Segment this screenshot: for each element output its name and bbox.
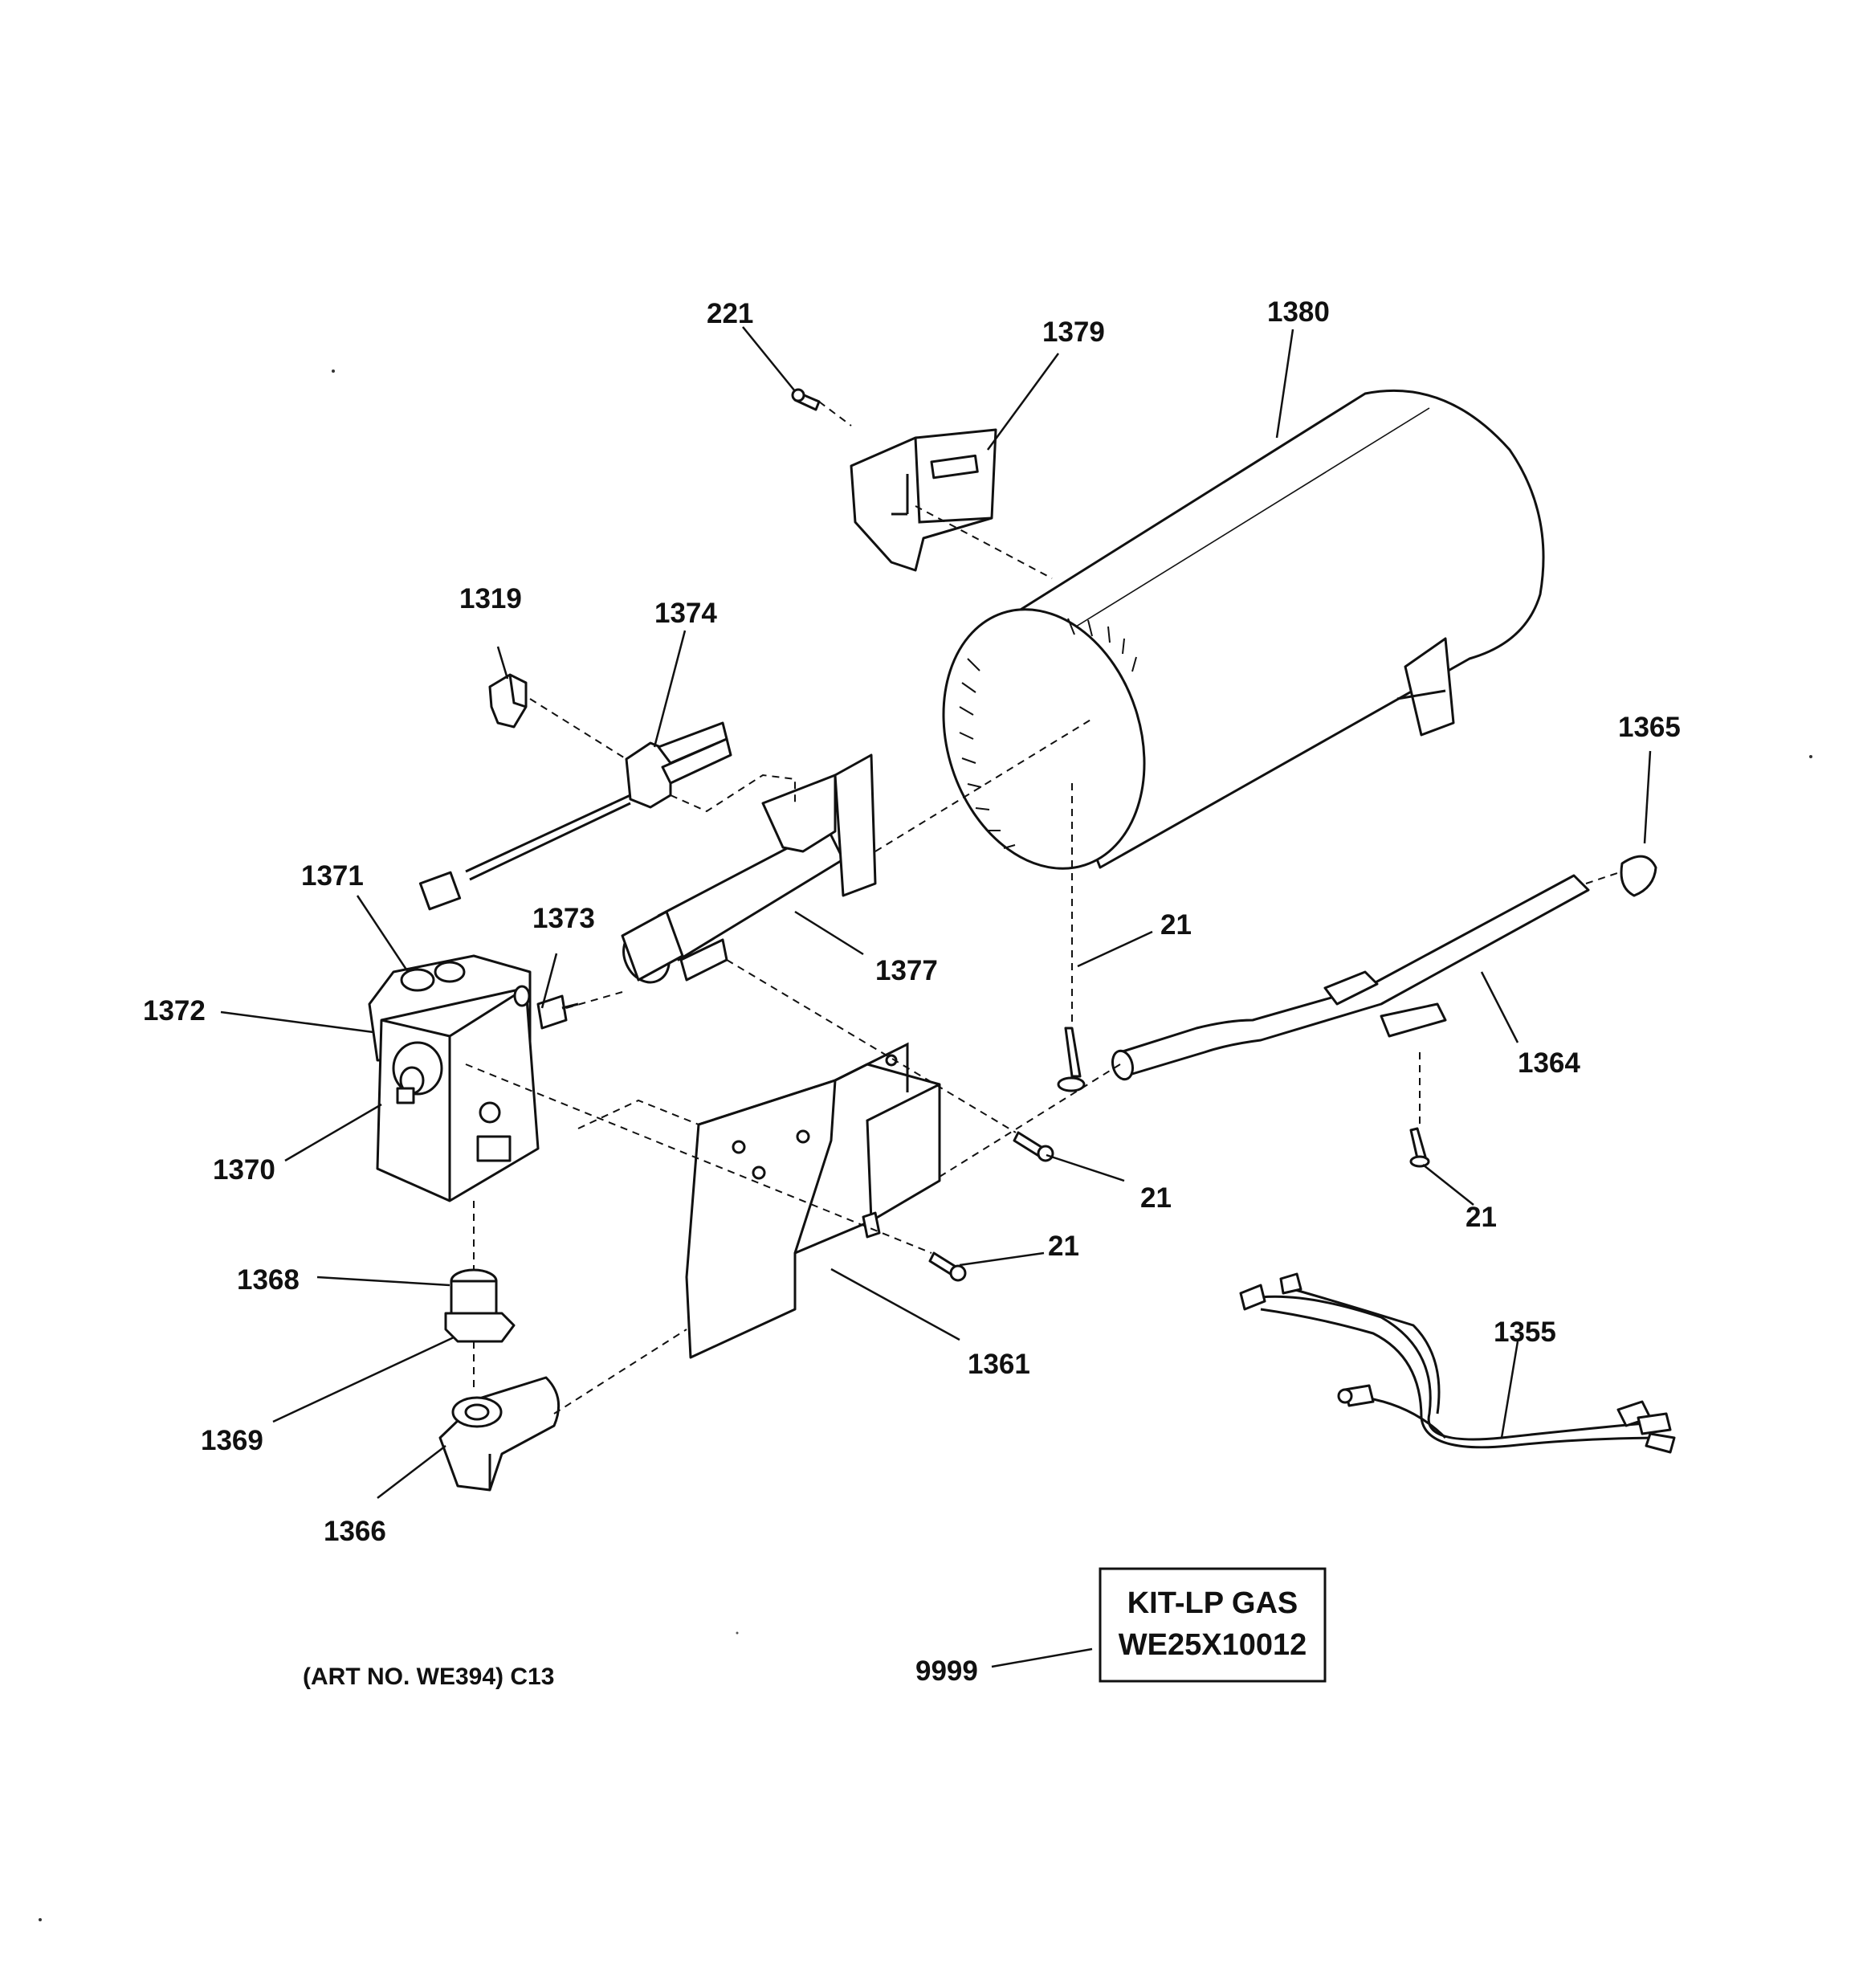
screw-21-b [1013,1131,1054,1162]
burner-tube-1377 [621,753,877,984]
label-9999: 9999 [915,1655,978,1687]
kit-box-line2: WE25X10012 [1119,1628,1307,1662]
label-1374: 1374 [654,598,717,629]
orifice-fitting-1368 [444,1268,516,1343]
label-1355: 1355 [1494,1316,1556,1348]
screw-21-c [928,1251,967,1282]
elbow-1366 [438,1376,561,1492]
label-1373: 1373 [532,903,595,934]
burner-drum-1380 [942,389,1545,870]
clip-1319 [488,673,528,729]
screw-221 [791,388,821,411]
label-1371: 1371 [301,860,364,892]
screw-21-a [1057,1027,1086,1092]
gas-supply-pipe-1364 [1111,855,1657,1081]
label-1380: 1380 [1267,296,1330,328]
kit-box-line1: KIT-LP GAS [1127,1586,1298,1620]
label-1370: 1370 [213,1154,275,1186]
flame-sensor-1379 [850,428,997,572]
label-221: 221 [707,298,753,329]
assembly-lines [465,401,1623,1414]
label-21-b: 21 [1140,1182,1172,1214]
label-21-c: 21 [1048,1231,1079,1262]
label-1366: 1366 [324,1516,386,1547]
label-21-d: 21 [1466,1202,1497,1233]
label-1377: 1377 [875,955,938,986]
label-1369: 1369 [201,1425,263,1456]
scan-specks [39,369,1812,1921]
label-21-a: 21 [1160,909,1192,941]
art-number: (ART NO. WE394) C13 [303,1663,554,1690]
kit-lp-gas-box: KIT-LP GAS WE25X10012 [1099,1567,1327,1683]
label-1361: 1361 [968,1349,1030,1380]
igniter-1374 [418,721,732,911]
screw-21-d [1409,1127,1430,1168]
label-1365: 1365 [1618,712,1681,743]
leader-lines [220,326,1652,1668]
label-1368: 1368 [237,1264,300,1296]
label-1372: 1372 [143,995,206,1027]
label-1379: 1379 [1042,316,1105,348]
label-1319: 1319 [459,583,522,614]
callout-labels: 221 1379 1380 1319 1374 1365 1371 1373 1… [143,296,1681,1687]
wire-harness-1355 [1239,1272,1676,1454]
burner-bracket-1361 [685,1042,941,1359]
gas-valve-1370 [368,954,579,1202]
label-1364: 1364 [1518,1047,1580,1079]
